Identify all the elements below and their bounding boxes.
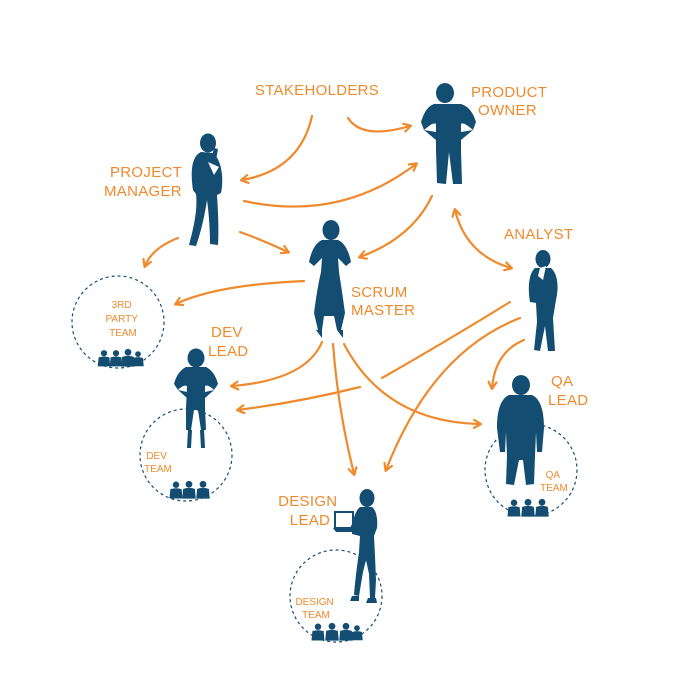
person-hands-on-hips-icon: [421, 83, 476, 184]
dev-lead-label-line-2: LEAD: [208, 343, 248, 360]
design-lead-label-line-1: DESIGN: [278, 493, 337, 510]
svg-text:QA TEAM: QA TEAM: [540, 470, 568, 494]
edge-project-manager-to-third-party: [145, 236, 180, 266]
edge-stakeholders-to-product-owner: [346, 116, 410, 131]
scrum-master-label: SCRUM MASTER: [351, 284, 415, 319]
scrum-master-label-line-2: MASTER: [351, 302, 415, 319]
dev-lead-label: DEV LEAD: [208, 324, 248, 360]
qa-lead-figure: [497, 375, 544, 485]
team-group-icon: [97, 348, 144, 367]
qa-lead-label-line-2: LEAD: [548, 392, 588, 409]
person-thinking-icon: [528, 250, 558, 351]
relationship-arrows: [145, 114, 526, 474]
dev-team-label-line-2: TEAM: [144, 464, 172, 475]
scrum-master-figure: [309, 220, 351, 338]
third-party-team-label-line-2: PARTY: [105, 314, 138, 325]
third-party-team: 3RD PARTY TEAM: [71, 275, 165, 369]
analyst-label: ANALYST: [504, 226, 573, 243]
analyst-figure: [528, 250, 558, 351]
person-thinking-icon: [189, 133, 223, 246]
product-owner-label: PRODUCT OWNER: [471, 84, 551, 119]
team-group-icon: [507, 498, 549, 517]
edge-scrum-master-to-dev-lead: [232, 340, 324, 386]
design-lead-label-line-2: LEAD: [290, 512, 330, 529]
person-hands-on-hips-icon: [309, 220, 351, 338]
product-owner-figure: [421, 83, 476, 184]
edge-project-manager-to-product-owner: [242, 164, 416, 208]
project-manager-label: PROJECT MANAGER: [104, 164, 186, 200]
dev-lead-figure: [174, 348, 218, 448]
edge-analyst-to-qa-lead: [492, 338, 526, 388]
product-owner-label-line-2: OWNER: [478, 102, 537, 119]
edge-scrum-master-to-design-lead: [331, 342, 354, 474]
stakeholders-label: STAKEHOLDERS: [255, 82, 379, 99]
edge-scrum-master-to-qa-lead: [342, 342, 480, 424]
qa-lead-label-line-1: QA: [551, 373, 573, 390]
edge-analyst-to-dev-lead: [238, 385, 362, 410]
svg-text:DESIGN TEAM: DESIGN TEAM: [295, 597, 336, 621]
edge-product-owner-to-scrum-master: [360, 194, 434, 257]
project-manager-figure: [189, 133, 223, 246]
design-lead-figure: [333, 489, 378, 603]
edge-scrum-master-to-third-party: [176, 279, 306, 304]
qa-team-label-line-1: QA: [546, 470, 561, 481]
project-manager-label-line-1: PROJECT: [110, 164, 182, 181]
edge-analyst-to-design-lead: [386, 316, 522, 470]
svg-text:3RD PARTY TEAM: 3RD PARTY TEAM: [105, 300, 140, 339]
team-group-icon: [311, 622, 363, 641]
svg-text:DEV TEAM: DEV TEAM: [144, 451, 172, 475]
dev-team-label-line-1: DEV: [146, 451, 167, 462]
design-lead-label: DESIGN LEAD: [278, 493, 342, 529]
person-hands-on-hips-icon: [174, 348, 218, 448]
dev-lead-label-line-1: DEV: [211, 324, 243, 341]
edge-project-manager-to-scrum-master: [238, 230, 288, 252]
team-group-icon: [169, 480, 210, 499]
product-owner-label-line-1: PRODUCT: [471, 84, 547, 101]
qa-team-label-line-2: TEAM: [540, 483, 568, 494]
design-team: DESIGN TEAM: [289, 549, 383, 643]
design-team-label-line-2: TEAM: [302, 610, 330, 621]
qa-lead-label: QA LEAD: [548, 373, 588, 409]
edge-product-owner-analyst-bidirectional: [455, 210, 511, 268]
person-with-laptop-icon: [333, 489, 378, 603]
design-team-label-line-1: DESIGN: [295, 597, 333, 608]
edge-stakeholders-to-project-manager: [242, 114, 314, 180]
third-party-team-label-line-3: TEAM: [109, 328, 137, 339]
scrum-master-label-line-1: SCRUM: [351, 284, 408, 301]
person-standing-icon: [497, 375, 544, 485]
third-party-team-label-line-1: 3RD: [112, 300, 132, 311]
edge-analyst-to-dev-lead-upper: [380, 300, 512, 380]
project-manager-label-line-2: MANAGER: [104, 183, 182, 200]
